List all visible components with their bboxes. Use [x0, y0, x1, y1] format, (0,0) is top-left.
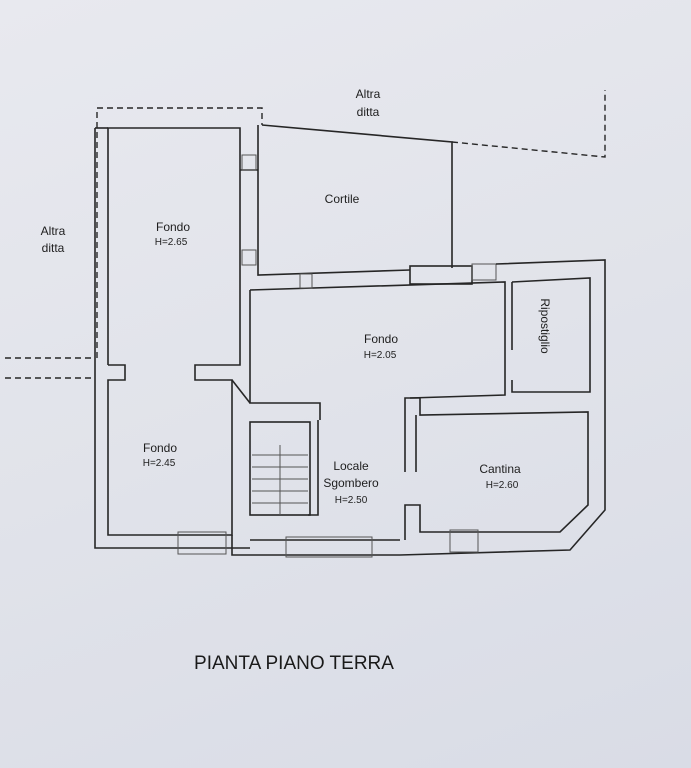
room-fondo-sw-height: H=2.45: [143, 458, 176, 469]
neighbor-left-label-1: Altra: [41, 224, 66, 238]
room-fondo-center-height: H=2.05: [364, 350, 397, 361]
room-cantina-height: H=2.60: [486, 480, 519, 491]
room-fondo-center-name: Fondo: [364, 332, 398, 346]
room-ripostiglio-name: Ripostiglio: [538, 298, 552, 354]
room-fondo-nw-height: H=2.65: [155, 237, 188, 248]
neighbor-top-label-2: ditta: [357, 105, 380, 119]
room-locale-name-2: Sgombero: [323, 476, 379, 490]
room-fondo-nw-name: Fondo: [156, 220, 190, 234]
walls: [94, 124, 606, 558]
room-cortile-name: Cortile: [325, 192, 360, 206]
room-locale-height: H=2.50: [335, 495, 368, 506]
neighbor-left-label-2: ditta: [42, 241, 65, 255]
plan-title: PIANTA PIANO TERRA: [194, 653, 394, 674]
property-boundary: [5, 90, 606, 379]
room-cantina-name: Cantina: [479, 462, 521, 476]
room-locale-name-1: Locale: [333, 459, 369, 473]
neighbor-top-label-1: Altra: [356, 87, 381, 101]
room-fondo-sw-name: Fondo: [143, 441, 177, 455]
stairs: [252, 445, 308, 515]
